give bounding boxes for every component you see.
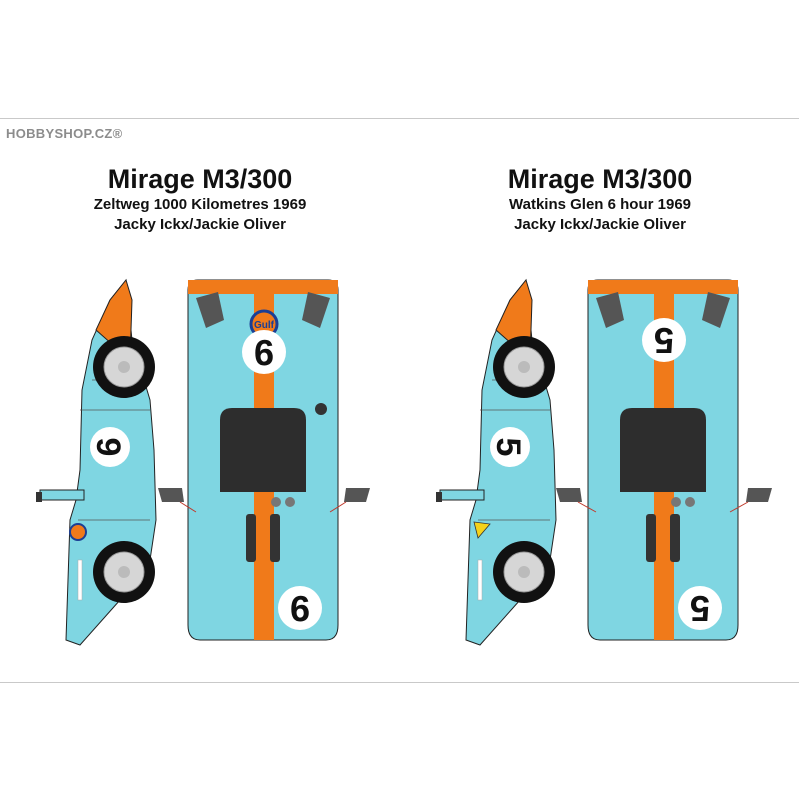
right-side-front-wheel — [493, 336, 555, 398]
left-top-number: 9 — [254, 332, 274, 373]
right-drivers: Jacky Ickx/Jackie Oliver — [514, 216, 686, 233]
left-top-vent-2 — [285, 497, 295, 507]
left-mirror-right — [344, 488, 370, 502]
left-top-vent-1 — [271, 497, 281, 507]
right-top-cockpit — [620, 408, 706, 492]
left-side-wing — [39, 489, 85, 501]
right-top-right-intake — [702, 292, 730, 328]
left-side-roundel — [90, 427, 130, 467]
left-side-sponsor-strip — [77, 559, 83, 601]
right-title-block: Mirage M3/300 Watkins Glen 6 hour 1969 J… — [450, 163, 750, 235]
left-side-exhaust — [36, 492, 42, 502]
left-top-cockpit — [220, 408, 306, 492]
right-mirror-left — [556, 488, 582, 502]
left-side-rear-wheel — [93, 541, 155, 603]
right-top-number: 5 — [654, 320, 674, 361]
right-side-warning-triangle — [473, 521, 491, 539]
right-event: Watkins Glen 6 hour 1969 — [509, 196, 691, 213]
right-side-wing — [439, 489, 485, 501]
right-top-left-intake — [596, 292, 624, 328]
left-mirror-left — [158, 488, 184, 502]
right-side-view: 5 — [436, 278, 557, 646]
left-event: Zeltweg 1000 Kilometres 1969 — [93, 196, 307, 213]
watermark: HOBBYSHOP.CZ® — [6, 126, 123, 141]
left-top-rear-roundel — [278, 586, 322, 630]
right-mirror-right — [746, 488, 772, 502]
left-top-roundel — [242, 330, 286, 374]
right-side-number: 5 — [489, 438, 527, 457]
left-top-gulf-text: Gulf — [254, 320, 275, 331]
right-car-title: Mirage M3/300 — [507, 164, 693, 194]
left-top-exhausts — [246, 514, 280, 562]
right-top-rear-number: 5 — [690, 588, 710, 629]
left-side-number: 9 — [89, 438, 127, 457]
left-car: 9 Gulf 9 9 — [36, 278, 370, 646]
right-side-rear-wheel — [493, 541, 555, 603]
left-top-left-intake — [196, 292, 224, 328]
left-title-block: Mirage M3/300 Zeltweg 1000 Kilometres 19… — [50, 163, 350, 235]
right-side-sponsor-strip — [477, 559, 483, 601]
right-top-roundel — [642, 318, 686, 362]
right-side-exhaust — [436, 492, 442, 502]
right-top-vent-1 — [671, 497, 681, 507]
left-top-fuel-cap — [315, 403, 327, 415]
left-top-view: Gulf 9 9 — [187, 279, 339, 641]
left-drivers: Jacky Ickx/Jackie Oliver — [114, 216, 286, 233]
left-top-right-intake — [302, 292, 330, 328]
left-side-gulf-logo — [69, 523, 87, 541]
left-top-rear-number: 9 — [290, 588, 310, 629]
right-car: 5 5 5 — [436, 278, 772, 646]
right-top-vent-2 — [685, 497, 695, 507]
right-top-exhausts — [646, 514, 680, 562]
left-side-view: 9 — [36, 278, 157, 646]
right-side-roundel — [490, 427, 530, 467]
left-car-title: Mirage M3/300 — [107, 164, 293, 194]
right-top-rear-roundel — [678, 586, 722, 630]
left-side-front-wheel — [93, 336, 155, 398]
right-top-view: 5 5 — [587, 279, 739, 641]
